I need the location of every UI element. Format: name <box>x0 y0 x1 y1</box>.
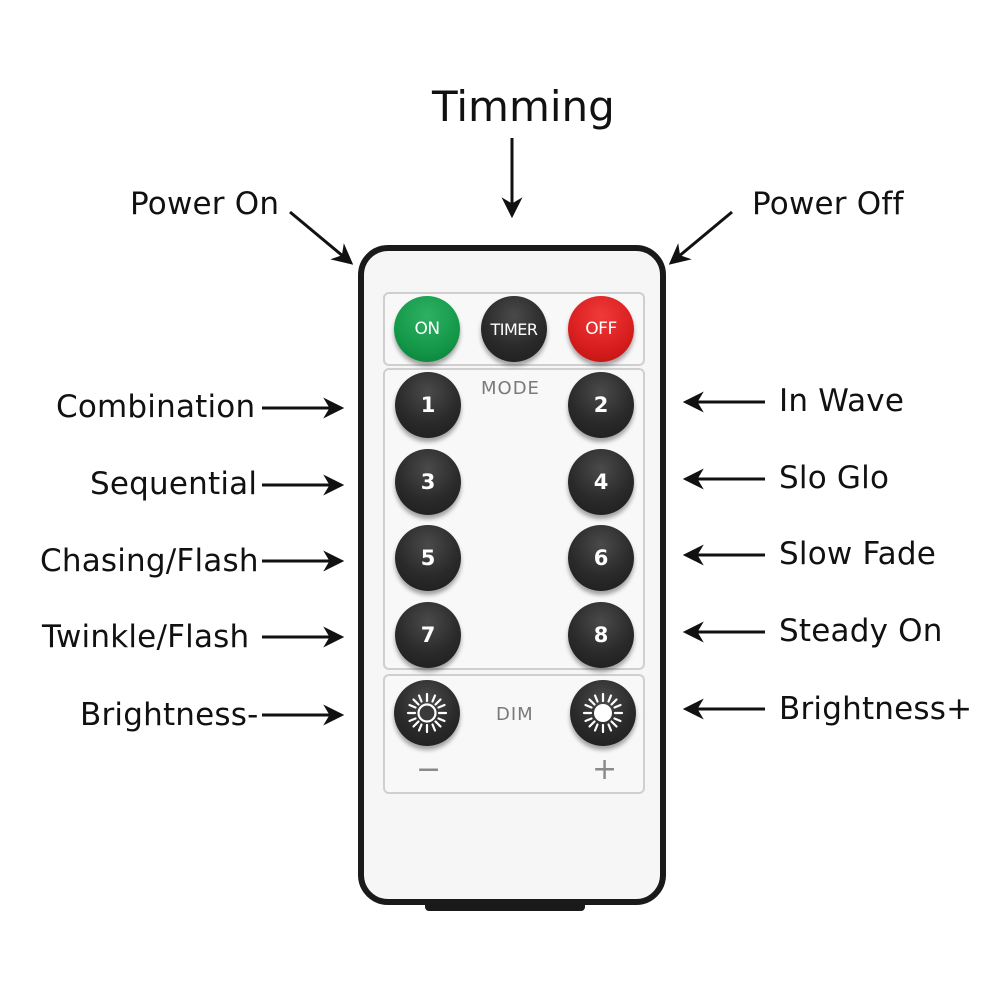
on-button[interactable]: ON <box>394 296 460 362</box>
power-off-label: Power Off <box>752 186 904 222</box>
timer-button[interactable]: TIMER <box>481 296 547 362</box>
steady-on-label: Steady On <box>779 613 943 649</box>
mode-label: MODE <box>481 378 540 399</box>
dim-label: DIM <box>496 704 534 725</box>
sequential-label: Sequential <box>90 466 258 502</box>
remote-foot <box>425 899 585 911</box>
power-off-arrow <box>668 210 733 265</box>
off-button[interactable]: OFF <box>568 296 634 362</box>
brightness-minus-label: Brightness- <box>80 697 259 733</box>
mode-button-1[interactable]: 1 <box>395 372 461 438</box>
plus-sign: + <box>592 752 618 787</box>
power-on-label: Power On <box>130 186 280 222</box>
timming-title: Timming <box>432 82 615 131</box>
brightness-plus-label: Brightness+ <box>779 691 973 727</box>
in-wave-label: In Wave <box>779 383 905 419</box>
mode-button-5[interactable]: 5 <box>395 525 461 591</box>
slow-fade-label: Slow Fade <box>779 536 936 572</box>
slo-glo-label: Slo Glo <box>779 460 890 496</box>
power-on-arrow <box>289 210 354 265</box>
brightness-up-button[interactable] <box>570 680 636 746</box>
sun-bright-icon <box>582 692 624 734</box>
twinkle-flash-label: Twinkle/Flash <box>42 619 250 655</box>
mode-button-4[interactable]: 4 <box>568 449 634 515</box>
mode-button-3[interactable]: 3 <box>395 449 461 515</box>
mode-button-2[interactable]: 2 <box>568 372 634 438</box>
minus-sign: − <box>416 752 442 787</box>
sun-dim-icon <box>406 692 448 734</box>
mode-button-7[interactable]: 7 <box>395 602 461 668</box>
mode-button-8[interactable]: 8 <box>568 602 634 668</box>
chasing-flash-label: Chasing/Flash <box>40 543 259 579</box>
mode-button-6[interactable]: 6 <box>568 525 634 591</box>
brightness-down-button[interactable] <box>394 680 460 746</box>
combination-label: Combination <box>56 389 256 425</box>
